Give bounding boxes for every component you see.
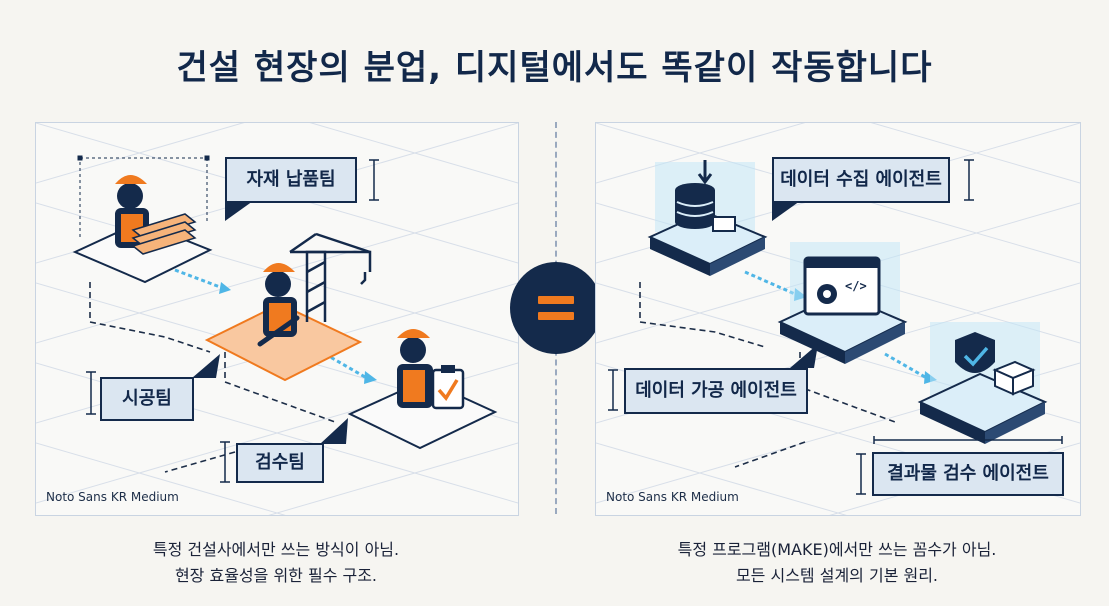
label-tail [320,418,348,444]
caption-right: 특정 프로그램(MAKE)에서만 쓰는 꼼수가 아님. 모든 시스템 설계의 기… [595,537,1079,589]
svg-text:</>: </> [845,279,867,293]
page-title: 건설 현장의 분업, 디지털에서도 똑같이 작동합니다 [176,48,933,88]
dimension-marker [856,453,866,495]
dimension-marker [220,441,230,483]
worker-wrench-icon [204,263,363,382]
label-tail [192,354,220,378]
crane-icon [289,232,372,322]
shield-check-icon [917,322,1048,444]
label-construction-team: 시공팀 [100,377,194,421]
caption-line: 현장 효율성을 위한 필수 구조. [174,566,378,585]
caption-line: 특정 프로그램(MAKE)에서만 쓰는 꼼수가 아님. [677,540,997,559]
code-gear-icon: </> [777,242,908,364]
font-note-right: Noto Sans KR Medium [606,490,739,504]
label-material-team: 자재 납품팀 [225,157,357,203]
construction-illustration [72,155,498,473]
digital-illustration: </> [639,160,1048,468]
caption-line: 특정 건설사에서만 쓰는 방식이 아님. [152,540,400,559]
label-inspection-team: 검수팀 [236,443,324,483]
dimension-marker [608,369,618,411]
label-tail [790,344,818,368]
dimension-marker [964,159,974,201]
caption-left: 특정 건설사에서만 쓰는 방식이 아님. 현장 효율성을 위한 필수 구조. [35,537,517,589]
label-tail [772,201,800,221]
label-data-collection-agent: 데이터 수집 에이전트 [772,157,950,203]
font-note-left: Noto Sans KR Medium [46,490,179,504]
label-data-processing-agent: 데이터 가공 에이전트 [624,368,808,414]
equals-icon [510,262,602,354]
label-tail [225,201,253,221]
label-result-inspection-agent: 결과물 검수 에이전트 [872,452,1064,496]
database-icon [647,160,768,276]
dimension-marker [369,159,379,201]
worker-lumber-icon [72,155,213,284]
worker-clipboard-icon [347,329,498,450]
caption-line: 모든 시스템 설계의 기본 원리. [735,566,939,585]
dimension-marker [873,436,1063,444]
dimension-marker [86,371,96,415]
